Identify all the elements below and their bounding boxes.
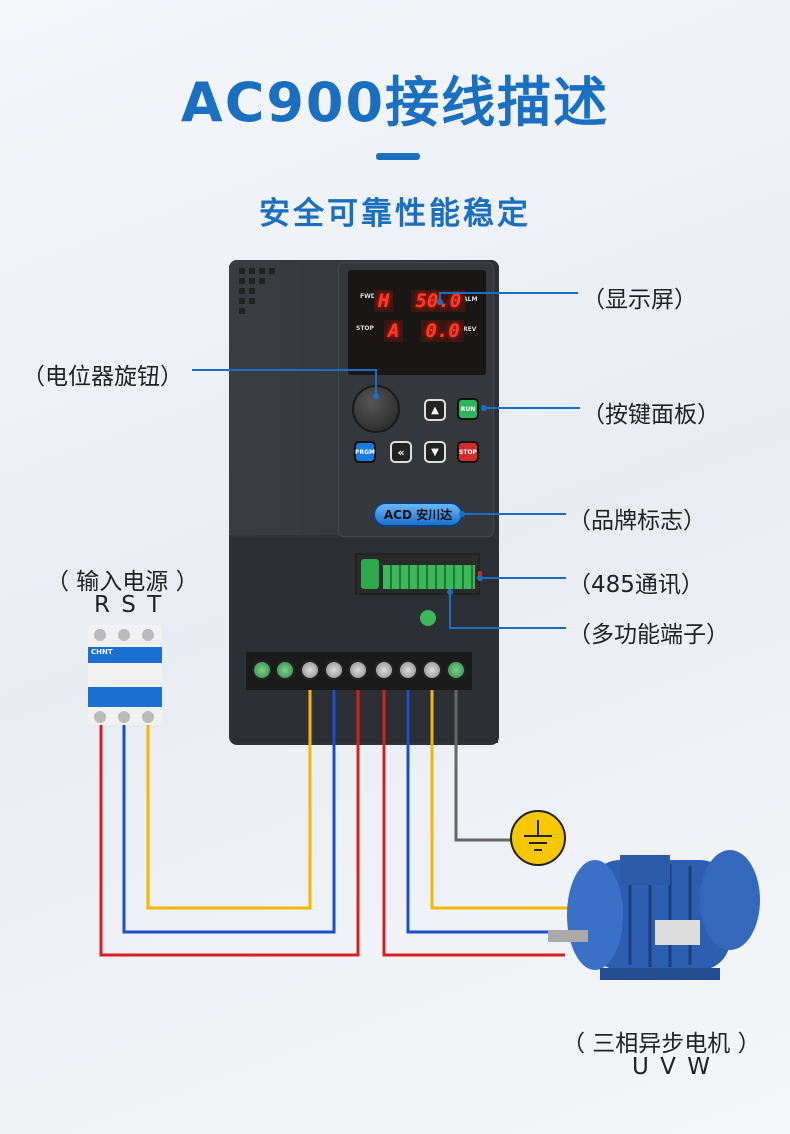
brand-logo: ACD 安川达 (373, 502, 463, 527)
run-key[interactable]: RUN (457, 398, 479, 420)
subtitle: 安全可靠性能稳定 (259, 196, 531, 232)
ground-symbol-icon (510, 810, 566, 866)
label-power-phases: R S T (94, 592, 164, 618)
power-terminal-screw (422, 660, 442, 680)
page-title: AC900接线描述 (180, 71, 610, 134)
power-terminal-screw (300, 660, 320, 680)
fwd-indicator: FWD (360, 293, 376, 300)
label-keypad: （按键面板） (582, 402, 720, 428)
motor-icon (548, 850, 760, 980)
potentiometer-knob[interactable] (352, 385, 400, 433)
display-line2-mode: A (384, 320, 404, 342)
prgm-key[interactable]: PRGM (354, 441, 376, 463)
display-line1-value: 50.0 (411, 290, 466, 312)
ground-screw-icon (420, 610, 436, 626)
power-terminal-screw (374, 660, 394, 680)
stop-indicator: STOP (356, 325, 374, 332)
up-key[interactable]: ▲ (424, 399, 446, 421)
title-divider (376, 153, 420, 160)
label-motor-phases: U V W (632, 1054, 712, 1080)
power-terminal-screw (252, 660, 272, 680)
down-key[interactable]: ▼ (424, 441, 446, 463)
power-terminal-screw (398, 660, 418, 680)
label-brand: （品牌标志） (568, 508, 706, 534)
control-terminal-block (355, 553, 482, 595)
stop-key[interactable]: STOP (457, 441, 479, 463)
breaker-brand: CHNT (90, 647, 114, 657)
label-terminals: （多功能端子） (568, 622, 729, 648)
label-knob: （电位器旋钮） (22, 364, 183, 390)
vent-grille-icon (239, 268, 275, 314)
label-motor: （ 三相异步电机 ） (562, 1031, 761, 1057)
power-terminal-screw (275, 660, 295, 680)
label-485: （485通讯） (568, 572, 704, 598)
display-line2-value: 0.0 (421, 320, 464, 342)
power-terminal-screw (324, 660, 344, 680)
power-terminal-screw (348, 660, 368, 680)
led-display: FWD STOP ALM REV H 50.0 A 0.0 (348, 270, 486, 375)
power-terminal-screw (446, 660, 466, 680)
rev-indicator: REV (463, 326, 477, 333)
shift-key[interactable]: « (390, 441, 412, 463)
label-display: （显示屏） (582, 287, 697, 313)
display-line1-mode: H (374, 290, 394, 312)
label-power: （ 输入电源 ） (46, 569, 199, 595)
circuit-breaker: CHNT (88, 625, 162, 725)
